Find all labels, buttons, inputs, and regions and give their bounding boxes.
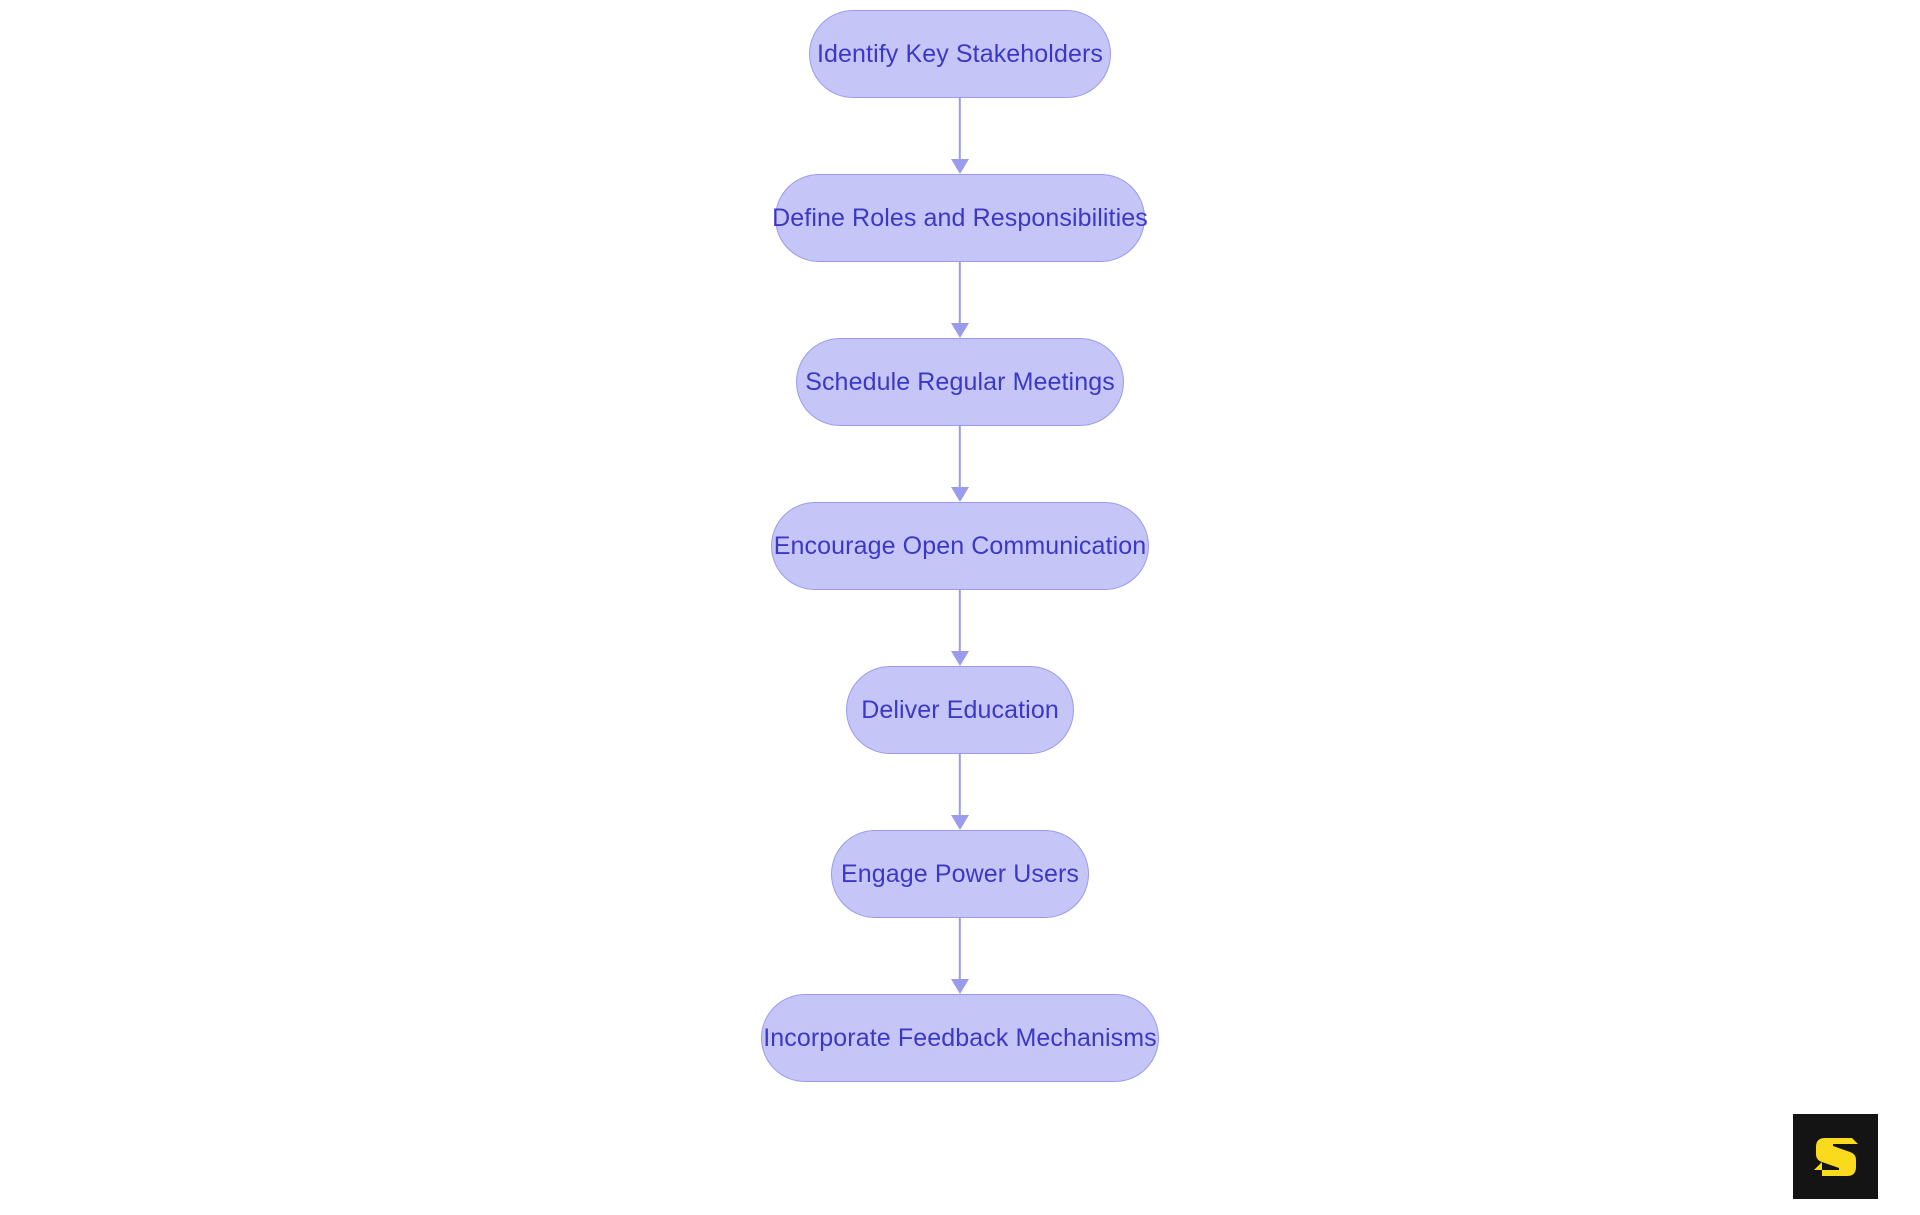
flow-node[interactable]: Engage Power Users [831, 830, 1089, 918]
arrowhead-icon [951, 159, 969, 174]
flow-connector [949, 426, 971, 502]
flow-connector [949, 262, 971, 338]
arrowhead-icon [951, 487, 969, 502]
flow-node-label: Schedule Regular Meetings [805, 367, 1115, 396]
flow-connector [949, 754, 971, 830]
connector-line [958, 98, 962, 160]
flow-node-label: Deliver Education [861, 695, 1059, 724]
flow-node[interactable]: Incorporate Feedback Mechanisms [761, 994, 1159, 1082]
watermark-logo-badge [1793, 1114, 1878, 1199]
flow-node-label: Identify Key Stakeholders [817, 39, 1103, 68]
arrowhead-icon [951, 979, 969, 994]
flow-node[interactable]: Deliver Education [846, 666, 1074, 754]
connector-line [958, 754, 962, 816]
flow-node[interactable]: Identify Key Stakeholders [809, 10, 1111, 98]
arrowhead-icon [951, 651, 969, 666]
flow-node[interactable]: Encourage Open Communication [771, 502, 1149, 590]
flow-node-label: Define Roles and Responsibilities [772, 203, 1148, 232]
connector-line [958, 262, 962, 324]
connector-line [958, 918, 962, 980]
flow-node-label: Incorporate Feedback Mechanisms [763, 1023, 1157, 1052]
letter-s-logo-icon [1813, 1137, 1858, 1176]
connector-line [958, 426, 962, 488]
flow-node-label: Engage Power Users [840, 859, 1080, 888]
flow-node[interactable]: Define Roles and Responsibilities [772, 174, 1148, 262]
flow-connector [949, 918, 971, 994]
flow-connector [949, 590, 971, 666]
arrowhead-icon [951, 815, 969, 830]
flow-connector [949, 98, 971, 174]
connector-line [958, 590, 962, 652]
flow-node-label: Encourage Open Communication [773, 531, 1147, 560]
flow-node[interactable]: Schedule Regular Meetings [796, 338, 1124, 426]
arrowhead-icon [951, 323, 969, 338]
